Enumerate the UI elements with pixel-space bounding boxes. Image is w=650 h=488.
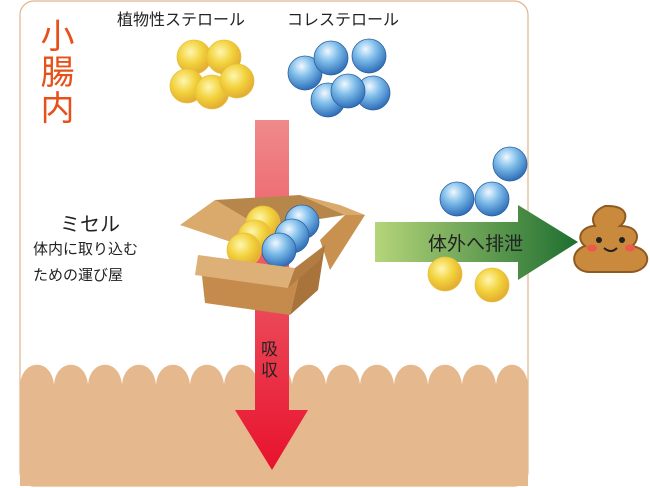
cholesterol-label: コレステロール: [287, 10, 400, 29]
micelle-desc-line-1: 体内に取り込む: [33, 240, 139, 258]
excretion-label: 体外へ排泄: [428, 233, 524, 255]
poop-character-icon: [573, 204, 649, 273]
excreted-cholesterol-ball: [492, 146, 528, 182]
plant-sterol-ball: [219, 63, 255, 99]
absorption-label: 吸収: [261, 340, 278, 381]
excreted-plant-sterol-ball: [427, 256, 463, 292]
cholesterol-ball: [351, 38, 387, 74]
plant-sterol-ball: [176, 39, 212, 75]
sterol-balls: [169, 38, 528, 303]
micelle-label: ミセル: [60, 212, 120, 236]
cholesterol-ball: [330, 73, 366, 109]
cholesterol-ball: [313, 40, 349, 76]
cholesterol-ball: [287, 55, 323, 91]
small-intestine-title: 小腸内: [34, 18, 74, 126]
excreted-cholesterol-ball: [439, 181, 475, 217]
micelle-box-icon: [180, 195, 365, 315]
micelle-cholesterol-ball: [261, 232, 297, 268]
micelle-description: 体内に取り込む ための運び屋: [33, 236, 138, 288]
micelle-desc-line-2: ための運び屋: [33, 266, 124, 284]
plant-sterol-label: 植物性ステロール: [117, 10, 246, 29]
excretion-arrow: [375, 205, 578, 280]
excreted-plant-sterol-ball: [474, 267, 510, 303]
excreted-cholesterol-ball: [474, 181, 510, 217]
